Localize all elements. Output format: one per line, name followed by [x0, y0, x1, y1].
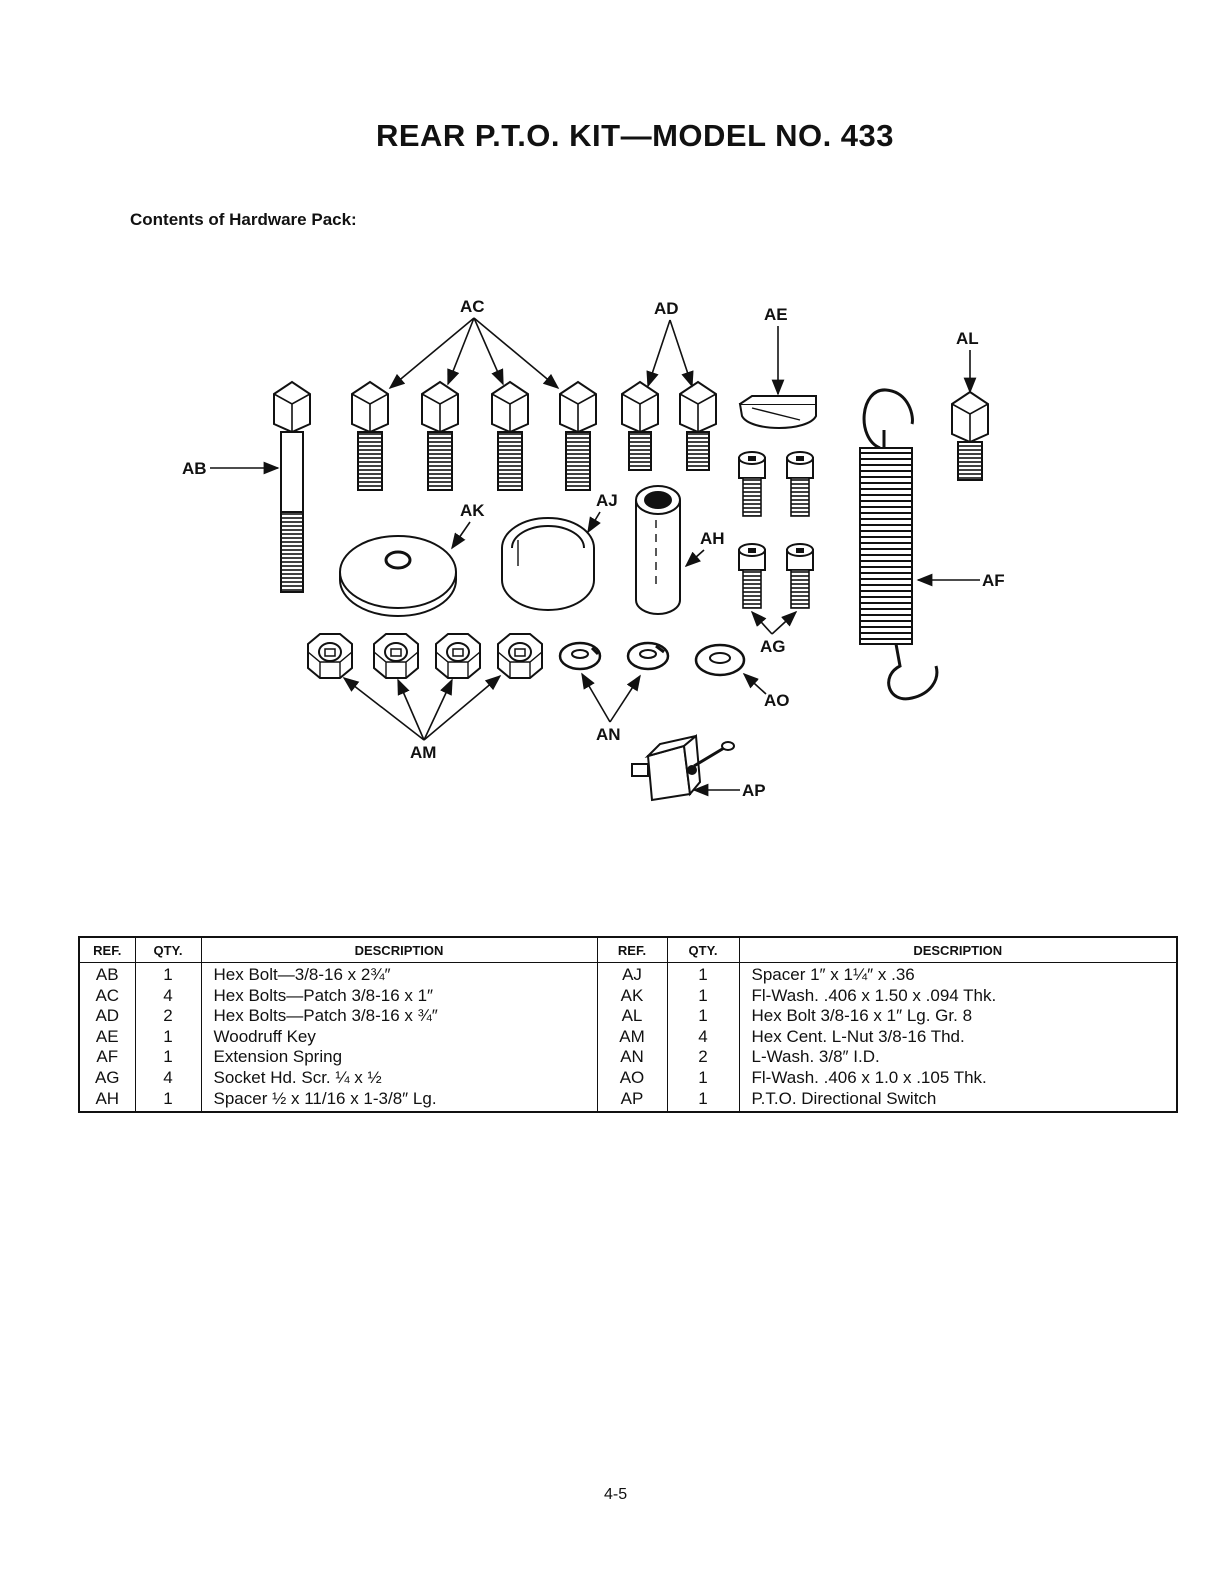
- table-cell: Woodruff Key: [213, 1026, 316, 1046]
- label-am: AM: [410, 743, 436, 762]
- woodruff-key-icon: [738, 395, 817, 429]
- table-cell: L-Wash. 3/8″ I.D.: [751, 1047, 880, 1067]
- table-cell: Extension Spring: [213, 1047, 343, 1067]
- header-qty-right: QTY.: [666, 936, 740, 963]
- table-cell: Spacer ½ x 11/16 x 1-3/8″ Lg.: [213, 1088, 437, 1108]
- table-cell: AL: [621, 1006, 643, 1026]
- header-description-left: DESCRIPTION: [200, 936, 598, 963]
- table-cell: AF: [96, 1047, 119, 1067]
- table-cell: Hex Bolt 3/8-16 x 1″ Lg. Gr. 8: [751, 1006, 973, 1026]
- page-number: 4-5: [604, 1486, 628, 1503]
- table-cell: 4: [698, 1026, 708, 1046]
- tube-spacer-ah-icon: [635, 485, 681, 615]
- table-cell: AB: [95, 965, 119, 984]
- label-al: AL: [956, 329, 979, 348]
- parts-table: REF. QTY. DESCRIPTION REF. QTY. DESCRIPT…: [78, 936, 1178, 1114]
- table-cell: 4: [163, 1067, 173, 1087]
- hex-bolt-ac-icons: [351, 381, 597, 491]
- table-cell: 2: [163, 1006, 173, 1026]
- table-cell: AK: [620, 985, 644, 1005]
- label-ap: AP: [742, 781, 766, 800]
- lock-washer-an-icons: [558, 641, 670, 671]
- table-cell: 2: [698, 1047, 708, 1067]
- table-cell: Hex Bolt—3/8-16 x 2¾″: [213, 965, 391, 984]
- label-ao: AO: [764, 691, 790, 710]
- label-ak: AK: [460, 501, 485, 520]
- table-cell: Hex Cent. L-Nut 3/8-16 Thd.: [751, 1026, 965, 1046]
- table-cell: 4: [163, 985, 173, 1005]
- table-cell: AE: [95, 1026, 119, 1046]
- label-ac: AC: [460, 297, 485, 316]
- table-cell: 1: [163, 1047, 173, 1067]
- table-cell: 1: [698, 985, 708, 1005]
- page-title: REAR P.T.O. KIT—MODEL NO. 433: [375, 118, 895, 153]
- table-cell: AM: [619, 1026, 645, 1046]
- hex-bolt-al-icon: [951, 391, 989, 481]
- flat-washer-ao-icon: [694, 643, 746, 677]
- hex-nut-am-icons: [307, 633, 543, 679]
- spacer-ring-aj-icon: [501, 517, 595, 611]
- table-cell: AH: [95, 1088, 120, 1108]
- header-ref-left: REF.: [78, 936, 136, 963]
- label-af: AF: [982, 571, 1005, 590]
- hex-bolt-ab-icon: [273, 381, 311, 593]
- hardware-diagram: AB AC AD AE AL: [182, 297, 1005, 802]
- header-description-right: DESCRIPTION: [738, 936, 1178, 963]
- table-cell: 1: [163, 1088, 173, 1108]
- left-ref-column: AB AC AD AE AF AG AH: [78, 962, 136, 1113]
- table-cell: 1: [698, 965, 708, 984]
- table-cell: AD: [95, 1006, 120, 1026]
- label-aj: AJ: [596, 491, 618, 510]
- right-qty-column: 1 1 1 4 2 1 1: [666, 962, 740, 1113]
- table-cell: AN: [620, 1047, 644, 1067]
- table-cell: Spacer 1″ x 1¼″ x .36: [751, 965, 915, 984]
- left-qty-column: 1 4 2 1 1 4 1: [134, 962, 202, 1113]
- hex-bolt-ad-icons: [621, 381, 717, 471]
- right-description-column: Spacer 1″ x 1¼″ x .36 Fl-Wash. .406 x 1.…: [738, 962, 1178, 1113]
- right-ref-column: AJ AK AL AM AN AO AP: [596, 962, 668, 1113]
- hardware-pack-heading: Contents of Hardware Pack:: [130, 210, 357, 229]
- socket-screw-icons: [738, 451, 814, 609]
- label-ae: AE: [764, 305, 788, 324]
- extension-spring-icon: [859, 388, 939, 701]
- table-cell: P.T.O. Directional Switch: [751, 1088, 937, 1108]
- label-ab: AB: [182, 459, 207, 478]
- table-header-row: REF. QTY. DESCRIPTION REF. QTY. DESCRIPT…: [78, 936, 1178, 963]
- table-cell: 1: [163, 1026, 173, 1046]
- left-description-column: Hex Bolt—3/8-16 x 2¾″ Hex Bolts—Patch 3/…: [200, 962, 598, 1113]
- label-ag: AG: [760, 637, 786, 656]
- table-cell: 1: [698, 1006, 708, 1026]
- header-ref-right: REF.: [596, 936, 668, 963]
- label-ah: AH: [700, 529, 725, 548]
- table-cell: AG: [94, 1067, 120, 1087]
- table-cell: 1: [698, 1088, 708, 1108]
- table-cell: Fl-Wash. .406 x 1.0 x .105 Thk.: [751, 1067, 987, 1087]
- table-cell: Hex Bolts—Patch 3/8-16 x 1″: [213, 985, 434, 1005]
- table-cell: Socket Hd. Scr. ¼ x ½: [213, 1067, 382, 1087]
- table-cell: AJ: [622, 965, 642, 984]
- table-cell: Hex Bolts—Patch 3/8-16 x ¾″: [213, 1006, 438, 1026]
- toggle-switch-icon: [631, 734, 735, 802]
- label-an: AN: [596, 725, 621, 744]
- table-cell: 1: [163, 965, 173, 984]
- table-cell: AC: [95, 985, 120, 1005]
- table-cell: AO: [619, 1067, 645, 1087]
- label-ad: AD: [654, 299, 679, 318]
- table-cell: Fl-Wash. .406 x 1.50 x .094 Thk.: [751, 985, 997, 1005]
- header-qty-left: QTY.: [134, 936, 202, 963]
- flat-washer-ak-icon: [339, 535, 457, 617]
- table-cell: 1: [698, 1067, 708, 1087]
- table-cell: AP: [620, 1088, 644, 1108]
- table-body-row: AB AC AD AE AF AG AH 1 4 2 1 1 4 1 Hex B…: [78, 962, 1178, 1113]
